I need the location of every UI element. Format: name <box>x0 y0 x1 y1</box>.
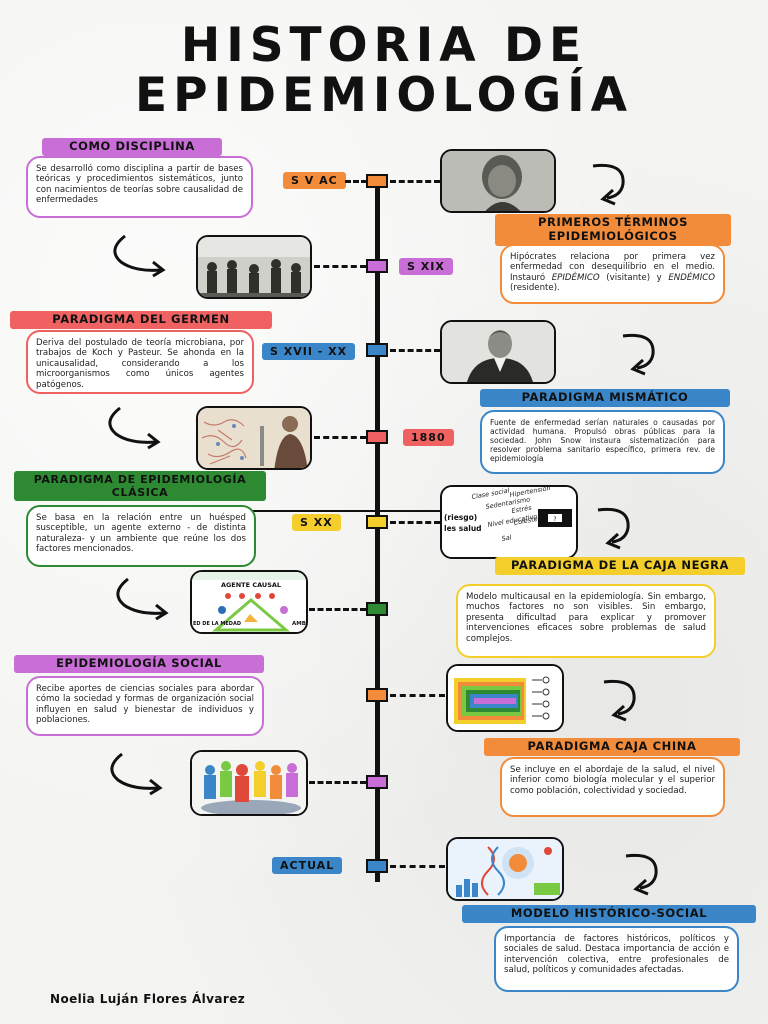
era-tag-actual: ACTUAL <box>272 857 343 874</box>
timeline-node <box>366 259 388 273</box>
curved-arrow-icon <box>110 752 163 796</box>
heading-primeros-terminos: PRIMEROS TÉRMINOS EPIDEMIOLÓGICOS <box>495 214 731 246</box>
svg-text:?: ? <box>553 516 556 523</box>
bb-word-4: Estrés <box>511 503 533 514</box>
curved-arrow-icon <box>592 163 625 206</box>
bb-word-9: les salud <box>444 524 482 533</box>
page-title-line-2: EPIDEMIOLOGÍA <box>134 68 634 123</box>
era-tag-1880: 1880 <box>403 429 454 446</box>
primeros-text-b: (visitante) y <box>599 272 669 283</box>
curved-arrow-icon <box>113 234 166 278</box>
john-snow-portrait <box>440 320 556 384</box>
era-tag-s-xix: S XIX <box>399 258 453 275</box>
text-caja-china: Se incluye en el abordaje de la salud, e… <box>500 757 725 817</box>
timeline-node <box>366 602 388 616</box>
connector <box>309 608 366 611</box>
connector <box>314 436 366 439</box>
curved-arrow-icon <box>603 679 636 722</box>
timeline-spine <box>375 176 380 882</box>
text-como-disciplina: Se desarrolló como disciplina a partir d… <box>26 156 253 218</box>
text-paradigma-mismatico: Fuente de enfermedad serían naturales o … <box>480 410 725 474</box>
timeline-node <box>366 515 388 529</box>
nested-boxes-image <box>446 664 564 732</box>
text-epidemiologia-social: Recibe aportes de ciencias sociales para… <box>26 676 264 736</box>
curved-arrow-icon <box>597 507 630 550</box>
triad-left-label: ED DE LA MEDAD <box>193 621 241 627</box>
crowd-engraving-image <box>196 235 312 299</box>
connector <box>390 180 440 183</box>
connector <box>390 349 440 352</box>
heading-paradigma-mismatico: PARADIGMA MISMÁTICO <box>480 389 730 407</box>
bb-word-7: Sal <box>501 533 512 543</box>
timeline-node <box>366 174 388 188</box>
primeros-text-c: (residente). <box>510 283 560 294</box>
connector <box>345 180 367 183</box>
timeline-node <box>366 859 388 873</box>
timeline-node <box>366 688 388 702</box>
population-figures-image <box>190 750 308 816</box>
text-paradigma-germen: Deriva del postulado de teoría microbian… <box>26 330 254 394</box>
primeros-text-a: Hipócrates relaciona por primera vez enf… <box>510 252 715 283</box>
curved-arrow-icon <box>622 333 655 376</box>
connector <box>390 865 445 868</box>
heading-caja-negra: PARADIGMA DE LA CAJA NEGRA <box>495 557 745 575</box>
heading-epidemiologia-social: EPIDEMIOLOGÍA SOCIAL <box>14 655 264 673</box>
heading-como-disciplina: COMO DISCIPLINA <box>42 138 222 156</box>
connector <box>390 521 440 524</box>
heading-epidemiologia-clasica: PARADIGMA DE EPIDEMIOLOGÍA CLÁSICA <box>14 471 266 502</box>
epidemiological-triad-image: AGENTE CAUSAL ED DE LA MEDAD AMB <box>190 570 308 634</box>
era-tag-s-xvii-xx: S XVII - XX <box>262 343 356 360</box>
bb-word-8: (riesgo) <box>444 513 477 522</box>
timeline-node <box>366 430 388 444</box>
heading-modelo-historico-social: MODELO HISTÓRICO-SOCIAL <box>462 905 756 923</box>
connector <box>309 781 366 784</box>
connector <box>390 694 445 697</box>
heading-paradigma-germen: PARADIGMA DEL GERMEN <box>10 311 272 329</box>
timeline-node <box>366 343 388 357</box>
text-epidemiologia-clasica: Se basa en la relación entre un huésped … <box>26 505 256 567</box>
curved-arrow-icon <box>625 853 658 896</box>
connector-line <box>236 510 446 512</box>
timeline-node <box>366 775 388 789</box>
black-box-diagram: Clase social Hipertensión Sedentarismo E… <box>440 485 578 559</box>
koch-microbes-image <box>196 406 312 470</box>
text-modelo-historico-social: Importancia de factores históricos, polí… <box>494 926 739 992</box>
curved-arrow-icon <box>116 577 169 621</box>
triad-right-label: AMB <box>292 621 306 627</box>
hippocrates-portrait <box>440 149 556 213</box>
modern-research-image <box>446 837 564 901</box>
text-caja-negra: Modelo multicausal en la epidemiología. … <box>456 584 716 658</box>
curved-arrow-icon <box>108 406 161 450</box>
text-primeros-terminos: Hipócrates relaciona por primera vez enf… <box>500 244 725 304</box>
connector <box>314 265 366 268</box>
triad-top-label: AGENTE CAUSAL <box>221 581 281 589</box>
heading-caja-china: PARADIGMA CAJA CHINA <box>484 738 740 756</box>
page-title-line-1: HISTORIA DE <box>180 18 588 73</box>
era-tag-s-v-ac: S V AC <box>283 172 346 189</box>
bb-word-2: Hipertensión <box>509 487 551 499</box>
term-epidemico: EPIDÉMICO <box>551 272 600 283</box>
author-name: Noelia Luján Flores Álvarez <box>50 992 246 1006</box>
era-tag-s-xx: S XX <box>292 514 341 531</box>
term-endemico: ENDÉMICO <box>668 272 715 283</box>
